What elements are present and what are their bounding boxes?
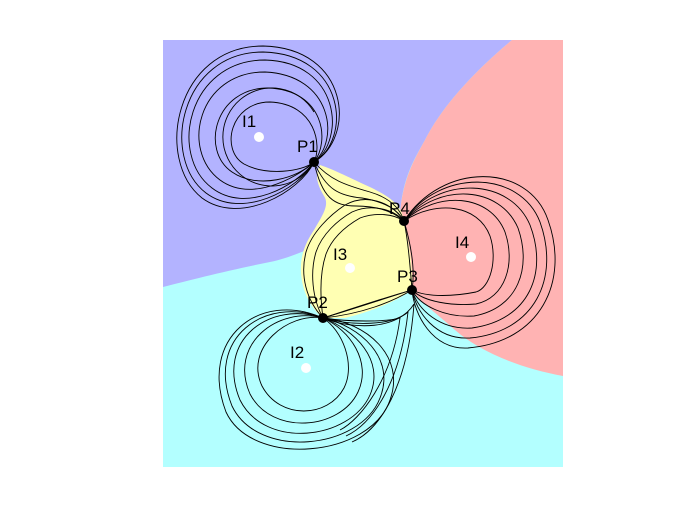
- fixed-points: [309, 157, 417, 323]
- i2-marker: [301, 363, 311, 373]
- trajectories-i1: [176, 45, 340, 209]
- label-i2: I2: [290, 343, 304, 362]
- p1-marker: [309, 157, 319, 167]
- trajectories-i3: [303, 161, 414, 319]
- label-i4: I4: [455, 233, 469, 252]
- p3-marker: [407, 285, 417, 295]
- i4-marker: [466, 252, 476, 262]
- label-p2: P2: [307, 293, 328, 312]
- label-i1: I1: [242, 112, 256, 131]
- trajectories: [176, 45, 556, 450]
- center-markers: [254, 132, 476, 373]
- labels: I1 P1 I3 P4 I4 P3 P2 I2: [242, 112, 469, 362]
- trajectories-i2: [218, 303, 415, 450]
- i3-marker: [345, 263, 355, 273]
- trajectories-i4: [403, 176, 556, 349]
- label-p4: P4: [389, 199, 410, 218]
- label-p1: P1: [297, 137, 318, 156]
- i1-marker: [254, 132, 264, 142]
- label-i3: I3: [333, 245, 347, 264]
- p2-marker: [318, 313, 328, 323]
- label-p3: P3: [397, 267, 418, 286]
- region-i1: [163, 40, 512, 287]
- p4-marker: [399, 216, 409, 226]
- region-i4: [399, 40, 563, 376]
- basin-regions: [163, 40, 563, 467]
